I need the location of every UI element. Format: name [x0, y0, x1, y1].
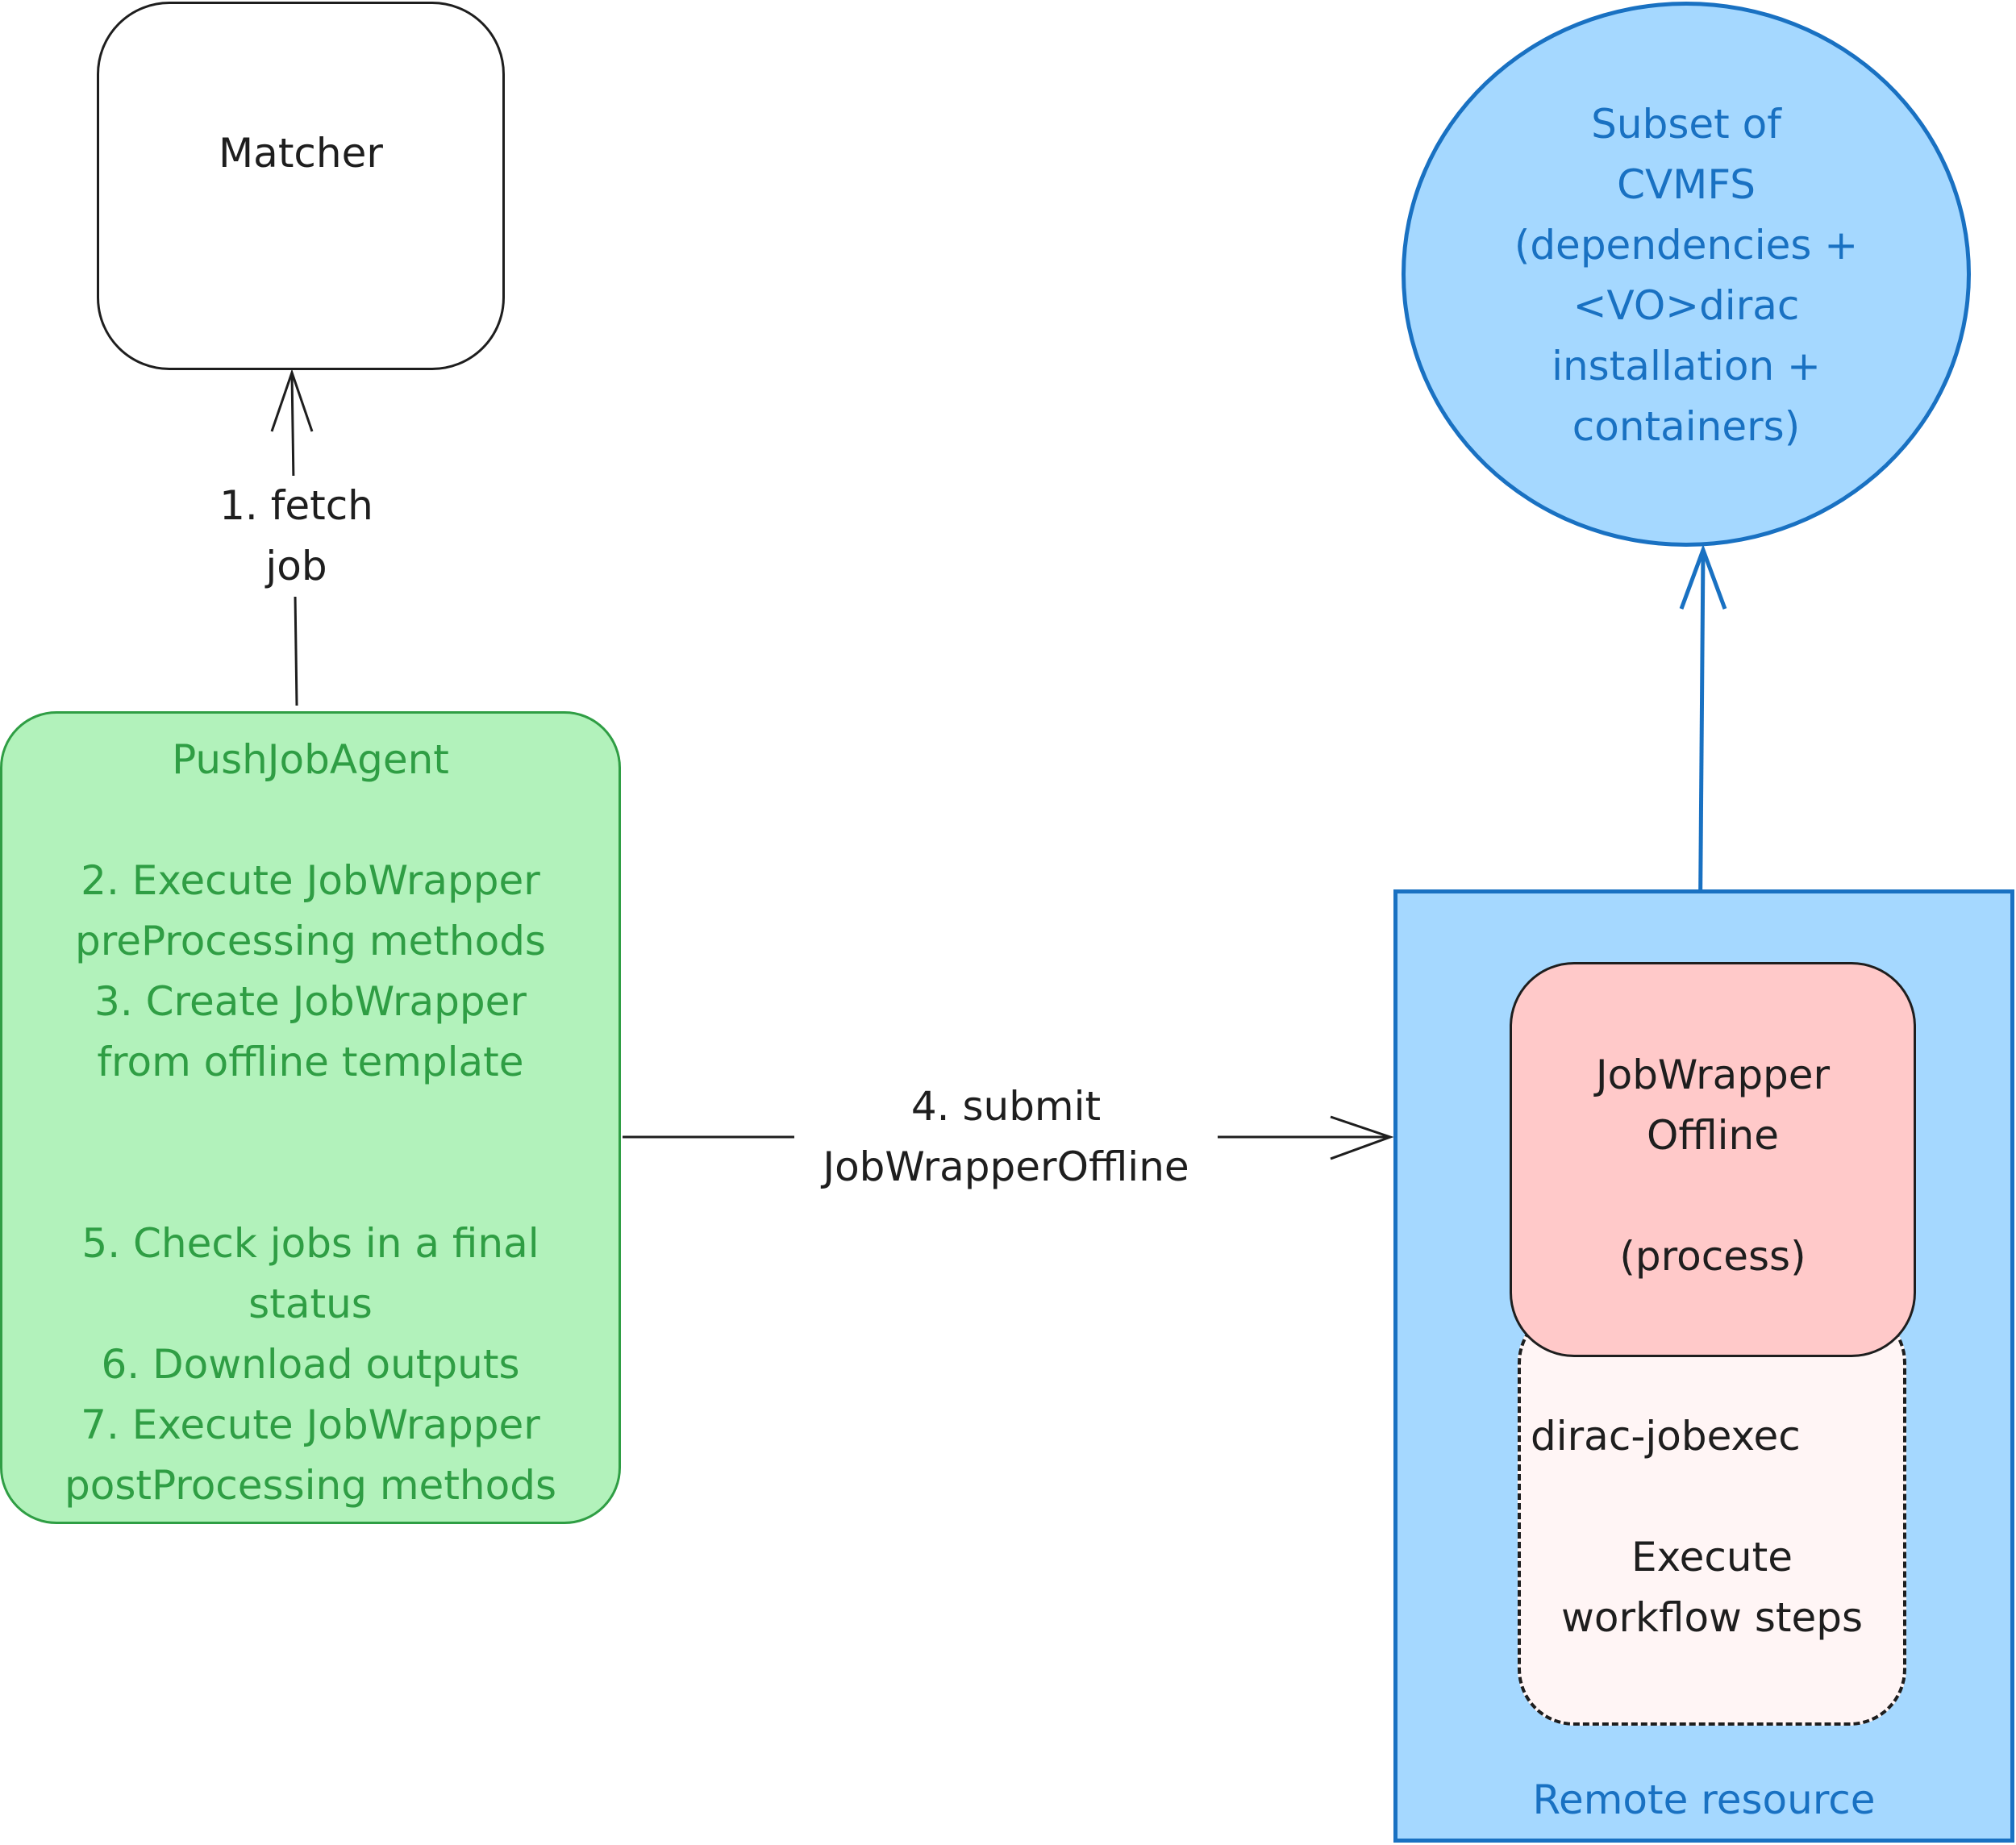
matcher-label: Matcher	[219, 130, 383, 177]
matcher-node: Matcher	[97, 2, 505, 370]
agent-step-line: 2. Execute JobWrapper	[81, 857, 540, 904]
remote-resource-label: Remote resource	[1532, 1776, 1876, 1823]
fetch-arrow-head	[270, 369, 314, 432]
cvmfs-line: <VO>dirac	[1572, 282, 1800, 329]
agent-step-line: from offline template	[97, 1039, 524, 1085]
dirac-jobexec-step: workflow steps	[1560, 1594, 1864, 1641]
dirac-jobexec-step: Execute	[1631, 1534, 1793, 1581]
submit-label-line: JobWrapperOffline	[823, 1143, 1189, 1190]
agent-step-line: 7. Execute JobWrapper	[81, 1401, 540, 1448]
agent-step-line: 5. Check jobs in a final	[81, 1220, 539, 1267]
job-wrapper-offline-label: Offline	[1646, 1112, 1780, 1159]
agent-step-line: 3. Create JobWrapper	[94, 978, 527, 1025]
job-wrapper-offline-node: JobWrapper Offline (process)	[1510, 962, 1916, 1357]
push-job-agent-title: PushJobAgent	[172, 736, 449, 783]
agent-step-line: postProcessing methods	[64, 1462, 556, 1509]
agent-step-line: preProcessing methods	[75, 918, 546, 964]
cvmfs-line: containers)	[1572, 403, 1801, 450]
cvmfs-node: Subset of CVMFS (dependencies + <VO>dira…	[1402, 2, 1971, 547]
agent-step-line: status	[248, 1281, 373, 1327]
submit-arrow-head	[1330, 1115, 1394, 1160]
dirac-jobexec-label: dirac-jobexec	[1531, 1413, 1801, 1460]
fetch-job-edge-label: 1. fetch job	[185, 476, 407, 597]
dirac-jobexec-node: dirac-jobexec Execute workflow steps	[1518, 1306, 1906, 1726]
submit-label-line: 4. submit	[910, 1083, 1102, 1130]
push-job-agent-node: PushJobAgent 2. Execute JobWrapper prePr…	[0, 711, 621, 1524]
fetch-label-line: 1. fetch	[219, 482, 373, 529]
fetch-label-line: job	[265, 543, 327, 589]
submit-edge-label: 4. submit JobWrapperOffline	[794, 1077, 1218, 1197]
cvmfs-line: Subset of	[1591, 101, 1781, 148]
cvmfs-line: installation +	[1552, 343, 1821, 389]
job-wrapper-offline-label: JobWrapper	[1595, 1052, 1831, 1098]
cvmfs-line: (dependencies +	[1514, 222, 1859, 269]
cvmfs-line: CVMFS	[1617, 161, 1756, 208]
job-wrapper-offline-process: (process)	[1619, 1233, 1806, 1280]
agent-step-line: 6. Download outputs	[101, 1341, 520, 1388]
cvmfs-arrow-head	[1679, 544, 1727, 610]
